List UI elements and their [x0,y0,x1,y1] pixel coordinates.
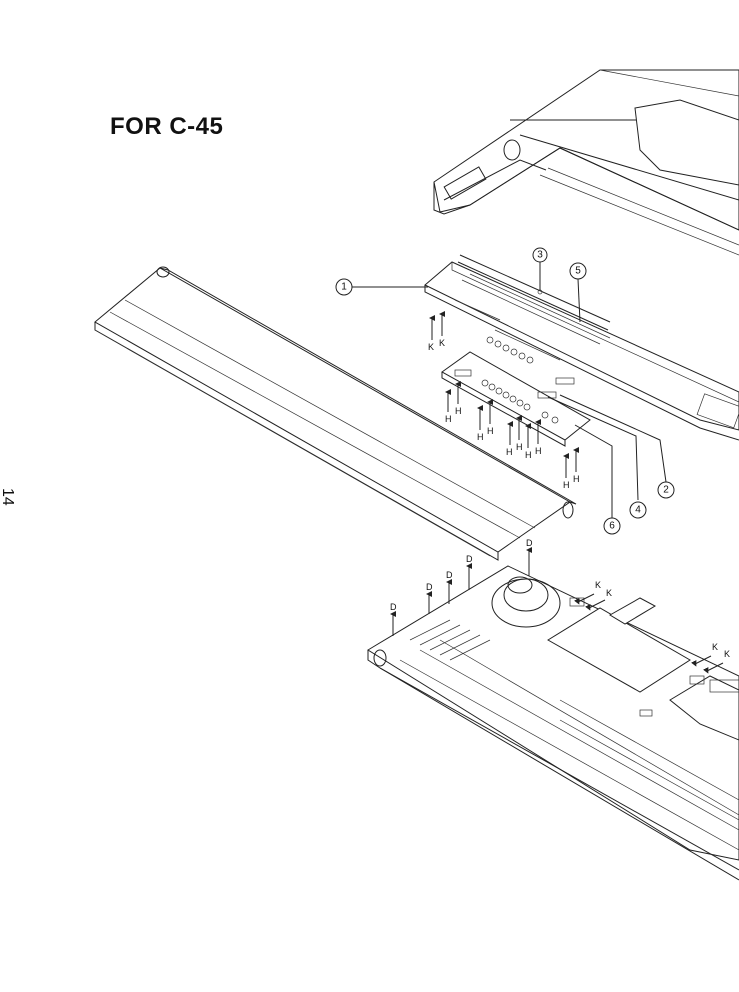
arrow-h-6: H [516,415,523,452]
arrow-k-1: K [428,315,435,352]
svg-text:H: H [563,480,570,490]
callout-1: 1 [335,278,428,296]
svg-text:D: D [466,554,473,564]
svg-text:5: 5 [575,266,581,277]
arrow-d-2: D [426,582,433,614]
svg-text:K: K [439,338,445,348]
front-panel [424,254,739,441]
callout-5: 5 [569,262,587,323]
svg-text:3: 3 [537,250,543,261]
arrow-h-3: H [477,405,484,442]
svg-text:K: K [712,642,718,652]
switch-board [441,336,591,447]
arrow-d-4: D [466,554,473,590]
arrow-d-5: D [526,538,533,576]
arrow-h-8: H [535,419,542,456]
svg-text:H: H [445,414,452,424]
arrow-h-5: H [506,421,513,457]
svg-text:2: 2 [663,485,669,496]
bottom-case-assembly [367,565,739,881]
svg-text:D: D [526,538,533,548]
svg-text:H: H [573,474,580,484]
top-cabinet-assembly [433,69,739,256]
svg-text:H: H [477,432,484,442]
callout-6: 6 [574,424,621,535]
svg-text:D: D [446,570,453,580]
svg-text:D: D [390,602,397,612]
arrow-k-2: K [439,311,445,348]
svg-text:H: H [516,442,523,452]
svg-text:4: 4 [635,505,641,516]
arrow-k-5: K [690,642,718,667]
svg-text:6: 6 [609,521,615,532]
page-heading: FOR C-45 [110,113,224,140]
svg-text:H: H [535,446,542,456]
svg-text:K: K [724,649,730,659]
arrow-h-1: H [445,389,452,424]
arrow-k-3: K [573,580,601,605]
svg-text:1: 1 [341,282,347,293]
svg-text:H: H [487,426,494,436]
arrow-k-6: K [702,649,730,674]
arrow-h-10: H [573,447,580,484]
arrow-h-9: H [563,453,570,490]
arrow-h-2: H [455,381,462,416]
svg-text:K: K [606,588,612,598]
key-slip-rail [94,266,577,561]
arrow-k-4: K [584,588,612,611]
callout-4: 4 [547,396,647,519]
callout-2: 2 [559,394,675,499]
arrow-h-4: H [487,399,494,436]
arrow-d-3: D [446,570,453,604]
callout-3: 3 [532,247,548,295]
arrow-h-7: H [525,423,532,460]
svg-text:D: D [426,582,433,592]
svg-text:H: H [525,450,532,460]
svg-text:K: K [428,342,434,352]
arrow-d-1: D [390,602,397,636]
svg-text:H: H [506,447,513,457]
svg-text:H: H [455,406,462,416]
svg-text:K: K [595,580,601,590]
